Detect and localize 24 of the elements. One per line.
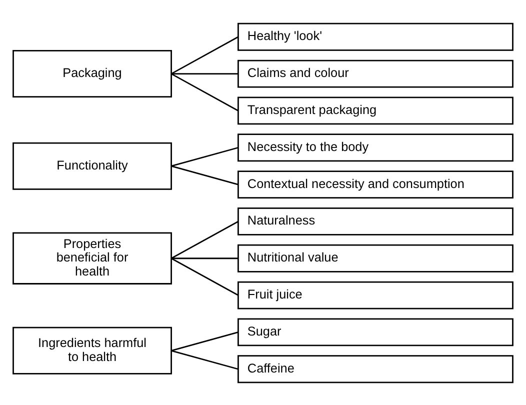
node-box: Contextual necessity and consumption bbox=[238, 170, 514, 198]
connector bbox=[170, 72, 239, 111]
node-box: Transparent packaging bbox=[238, 96, 514, 124]
connector bbox=[171, 257, 238, 259]
node-box: Nutritional value bbox=[238, 244, 514, 272]
connector bbox=[171, 350, 238, 370]
connector bbox=[171, 72, 238, 74]
connector bbox=[171, 331, 238, 351]
node-box: Caffeine bbox=[238, 354, 514, 383]
node-box: Healthy 'look' bbox=[238, 22, 514, 50]
node-box: Claims and colour bbox=[238, 59, 514, 88]
node-box: Naturalness bbox=[238, 207, 514, 235]
node-box: Packaging bbox=[12, 50, 172, 98]
node-box: Properties beneficial for health bbox=[12, 232, 172, 284]
node-box: Functionality bbox=[12, 142, 172, 190]
node-box: Necessity to the body bbox=[238, 133, 514, 162]
node-box: Fruit juice bbox=[238, 280, 514, 309]
node-box: Ingredients harmful to health bbox=[12, 326, 172, 374]
connector bbox=[171, 164, 238, 185]
node-box: Sugar bbox=[238, 318, 514, 346]
connector bbox=[170, 257, 239, 296]
connector bbox=[171, 146, 238, 166]
connector bbox=[170, 220, 239, 258]
connector bbox=[170, 36, 239, 74]
